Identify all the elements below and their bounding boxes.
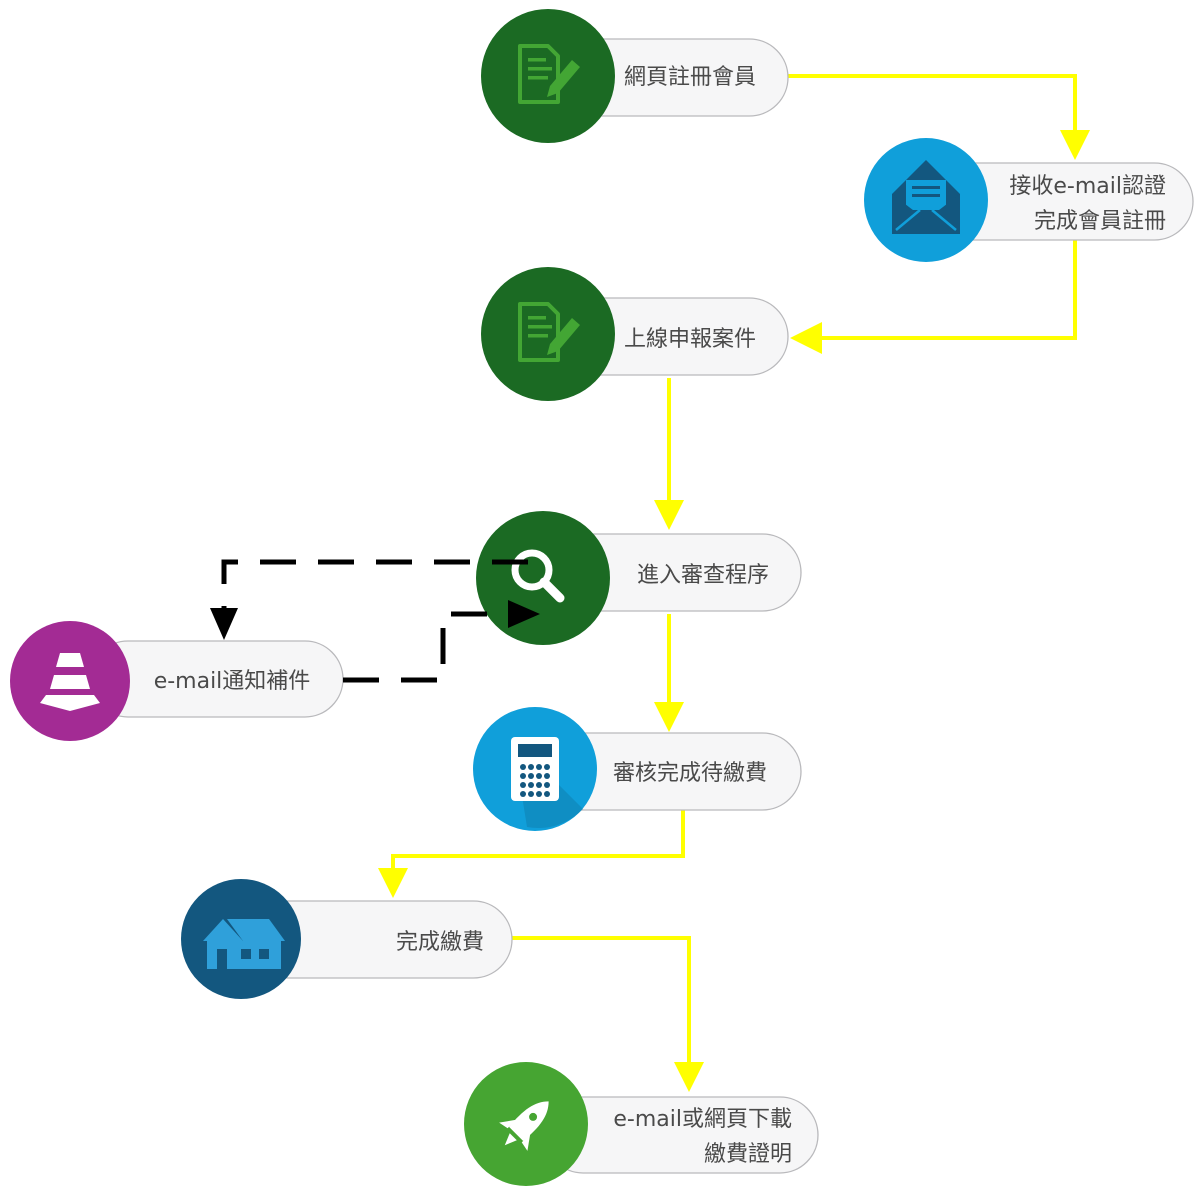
loop-review-to-supplement (221, 559, 528, 610)
step-paid: 完成繳費 (181, 879, 513, 999)
arrowhead-verify (1060, 130, 1090, 160)
connector-await-to-paid (391, 810, 685, 872)
step-await-payment-label: 審核完成待繳費 (613, 761, 767, 786)
step-supplement: e-mail通知補件 (10, 621, 344, 741)
connector-paid-to-certificate (512, 936, 691, 1065)
traffic-cone-icon (40, 653, 100, 711)
arrowhead-certificate (674, 1062, 704, 1092)
supplement-loop-connectors (210, 559, 540, 683)
connector-register-to-verify (788, 74, 1077, 132)
step-register: 網頁註冊會員 (481, 9, 789, 143)
step-paid-label: 完成繳費 (396, 930, 484, 955)
arrowhead-submit (790, 322, 822, 354)
loop-supplement-to-review (343, 611, 508, 683)
step-review: 進入審查程序 (476, 511, 802, 645)
magnifier-icon (511, 549, 565, 603)
document-pen-icon (518, 302, 580, 362)
step-register-label: 網頁註冊會員 (624, 65, 756, 90)
arrowhead-paid (378, 868, 408, 898)
step-email-verify-label-2: 完成會員註冊 (1034, 209, 1166, 234)
flow-connectors (378, 74, 1090, 1092)
connector-verify-to-submit (820, 240, 1077, 340)
step-supplement-label: e-mail通知補件 (154, 669, 311, 694)
step-email-verify-label-1: 接收e-mail認證 (1009, 174, 1166, 199)
arrowhead-back-to-review (508, 600, 540, 628)
house-icon (203, 919, 285, 973)
step-review-label: 進入審查程序 (637, 563, 769, 588)
step-await-payment: 審核完成待繳費 (473, 707, 802, 831)
step-certificate-label-2: 繳費證明 (704, 1142, 792, 1167)
step-certificate: e-mail或網頁下載 繳費證明 (464, 1062, 819, 1186)
arrowhead-supplement (210, 608, 238, 640)
step-certificate-label-1: e-mail或網頁下載 (613, 1107, 792, 1132)
document-pen-icon (518, 44, 580, 104)
step-submit-case: 上線申報案件 (481, 267, 789, 401)
arrowhead-await (654, 702, 684, 732)
envelope-icon (892, 160, 960, 234)
step-submit-case-label: 上線申報案件 (624, 327, 756, 352)
arrowhead-review (654, 500, 684, 530)
calculator-icon (511, 737, 583, 829)
step-email-verify: 接收e-mail認證 完成會員註冊 (864, 138, 1194, 262)
